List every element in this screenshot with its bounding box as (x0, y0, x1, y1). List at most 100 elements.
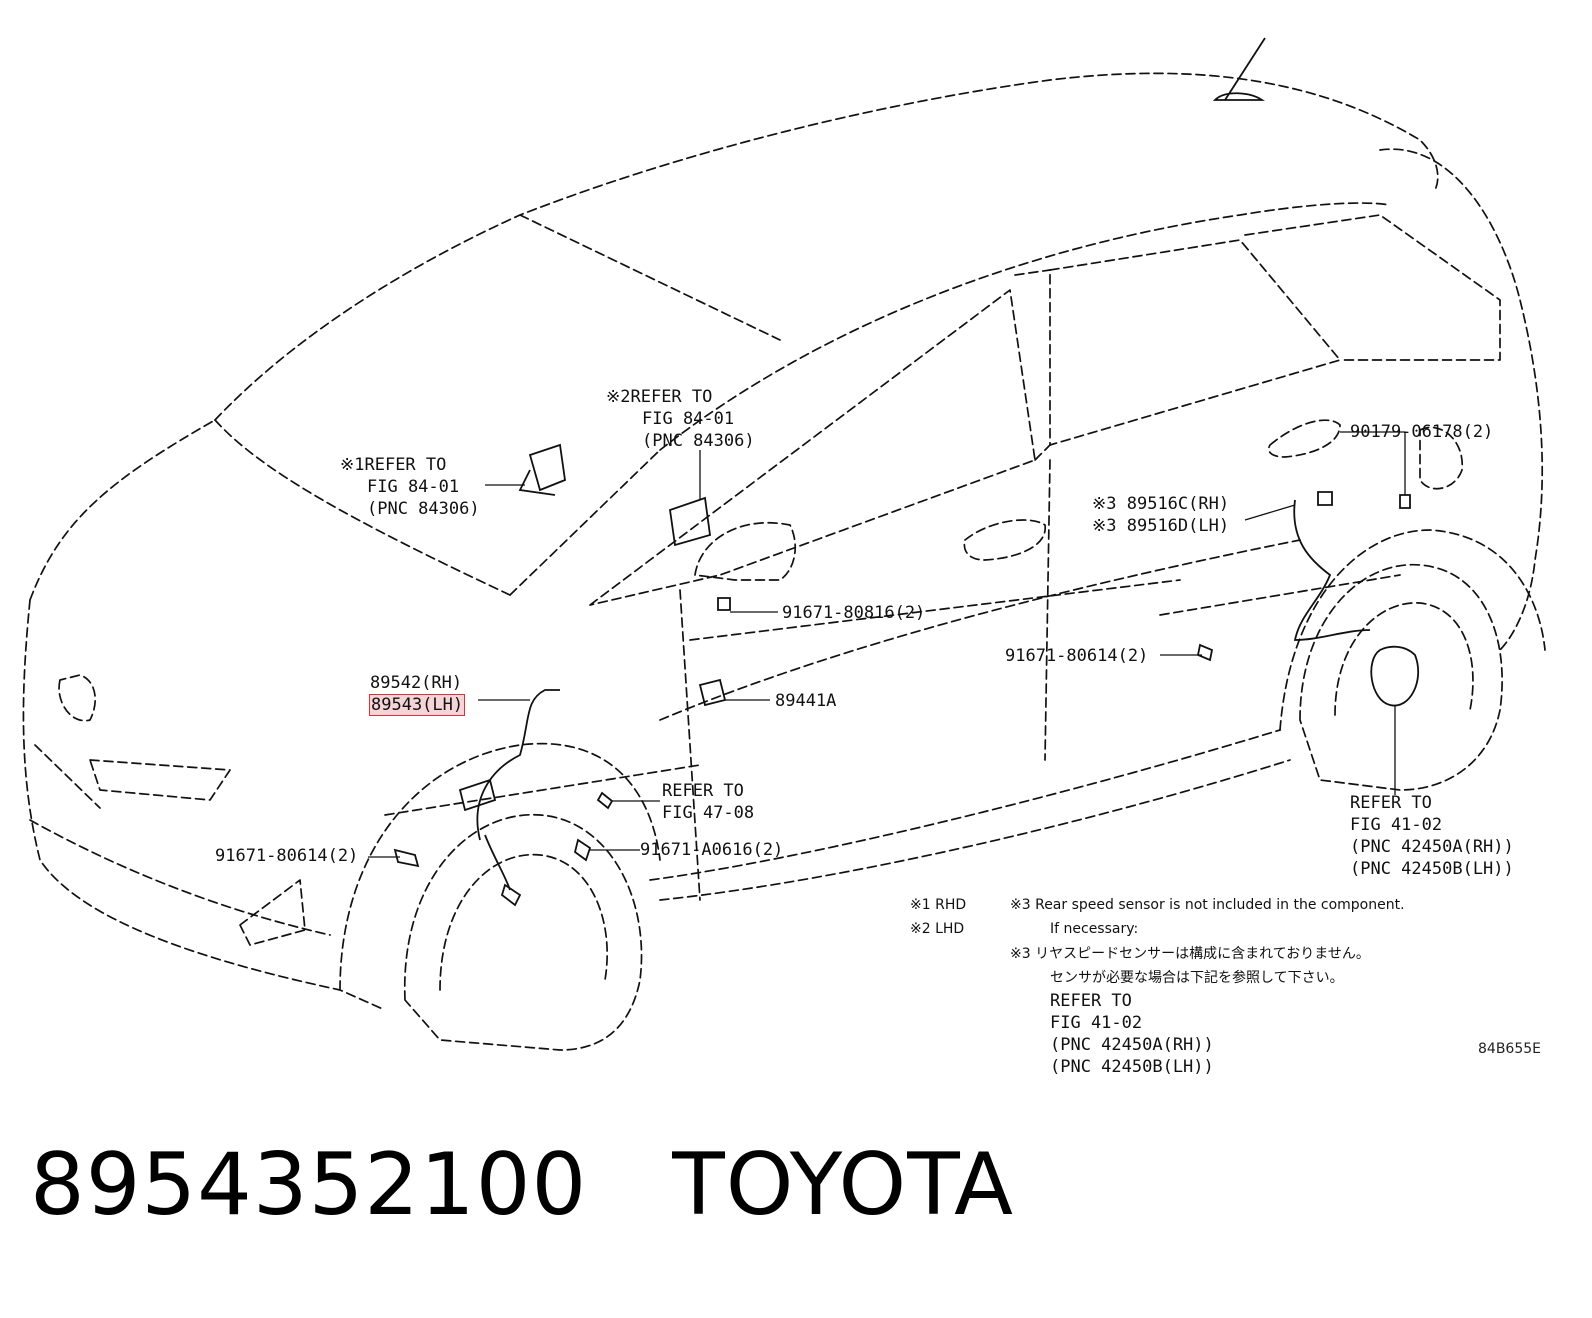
note-text: RHD (935, 897, 967, 913)
rear-tire (1299, 563, 1503, 791)
fuel-door (1419, 426, 1463, 490)
callout-line: FIG 84-01 (642, 409, 735, 429)
part-number-bolt-80816[interactable]: 91671-80816(2) (782, 603, 926, 623)
part-number-front-bolt-a0616[interactable]: 91671-A0616(2) (640, 840, 784, 860)
note-text: LHD (935, 921, 965, 937)
note-text: Rear speed sensor is not included in the… (1035, 897, 1405, 913)
leader-c10 (1244, 504, 1296, 521)
part-number-lh-highlighted[interactable]: 89543(LH) (368, 694, 466, 716)
callout-mark: ※2 (606, 387, 631, 407)
note-rear-sensor-ja: ※3 リヤスピードセンサーは構成に含まれておりません。 (1010, 944, 1370, 964)
rear-bracket-hint (1159, 574, 1401, 616)
note-if-necessary: If necessary: (1050, 921, 1139, 937)
callout-line: REFER TO (1350, 793, 1432, 813)
callout-line: (PNC 84306) (367, 499, 480, 519)
note-mark: ※3 (1010, 946, 1031, 962)
front-tire-inner (439, 853, 609, 991)
harness-clip (698, 678, 727, 707)
front-abs-sensor-wire (476, 689, 560, 841)
caption-part-number: 8954352100 (30, 1135, 588, 1235)
callout-mark: ※1 (340, 455, 365, 475)
front-sensor-clip (458, 778, 497, 812)
note-mark: ※1 (910, 897, 931, 913)
upper-bolt (717, 597, 731, 611)
callout-line: REFER TO (364, 455, 447, 475)
callout-line: (PNC 42450B(LH)) (1350, 859, 1514, 879)
a-pillar (509, 449, 661, 596)
front-bolt-2 (573, 838, 592, 862)
rocker-lower (659, 759, 1291, 901)
callout-line: FIG 47-08 (662, 803, 755, 823)
rear-hatch (1379, 148, 1544, 651)
hood-line (214, 419, 511, 596)
rear-tire-inner (1334, 602, 1474, 716)
leader-c11 (1340, 431, 1406, 495)
rear-window (1049, 239, 1341, 446)
rear-bolt (1196, 643, 1214, 662)
caption: 8954352100 TOYOTA (30, 1135, 1014, 1235)
part-number-rear-lh[interactable]: 89516D(LH) (1126, 516, 1230, 536)
callout-line: (PNC 42450A(RH)) (1050, 1035, 1214, 1055)
callout-line: FIG 84-01 (367, 477, 460, 497)
callout-rear-sensor: ※3 89516C(RH) ※3 89516D(LH) (1092, 493, 1229, 537)
front-bracket-hint (384, 579, 1181, 816)
part-number-front-bolt[interactable]: 91671-80614(2) (215, 846, 359, 866)
front-fascia (29, 419, 216, 601)
callout-line: (PNC 42450B(LH)) (1050, 1057, 1214, 1077)
figure-code: 84B655E (1478, 1041, 1541, 1057)
front-window (589, 289, 1036, 606)
callout-mark: ※3 (1092, 494, 1117, 514)
rear-wheel-arch (1279, 529, 1546, 731)
front-door-handle (963, 519, 1046, 561)
part-number-rear-rh[interactable]: 89516C(RH) (1126, 494, 1230, 514)
fog-lamp (239, 879, 306, 946)
note-mark: ※2 (910, 921, 931, 937)
note-text: リヤスピードセンサーは構成に含まれておりません。 (1035, 946, 1370, 962)
note-sensor-ja-2: センサが必要な場合は下記を参照して下さい。 (1050, 970, 1344, 986)
note-rhd: ※1 RHD (910, 895, 966, 915)
part-number-rear-bolt[interactable]: 91671-80614(2) (1005, 646, 1149, 666)
callout-mark: ※3 (1092, 516, 1117, 536)
lhd-yaw-sensor (669, 496, 711, 547)
part-number-90179[interactable]: 90179-06178(2) (1350, 422, 1494, 442)
front-bumper (22, 599, 386, 1011)
rear-clip (1399, 494, 1411, 509)
rear-abs-sensor-connector (1317, 491, 1333, 506)
side-crease (659, 539, 1301, 721)
callout-line: (PNC 42450A(RH)) (1350, 837, 1514, 857)
rhd-yaw-sensor (518, 443, 566, 496)
front-wheel-arch (339, 742, 661, 991)
b-pillar (1014, 269, 1051, 461)
callout-line: REFER TO (630, 387, 713, 407)
windshield-top (519, 214, 781, 341)
part-number-89441a[interactable]: 89441A (775, 691, 837, 711)
rocker-line (649, 729, 1281, 881)
bumper-lower (29, 819, 331, 936)
front-abs-sensor-wire-2 (484, 834, 511, 891)
callout-line: REFER TO (1050, 991, 1132, 1011)
note-lhd: ※2 LHD (910, 919, 964, 939)
callout-front-sensor: 89542(RH)89543(LH) (368, 672, 466, 716)
note-mark: ※3 (1010, 897, 1031, 913)
antenna (1212, 37, 1266, 101)
front-bolt-1 (393, 848, 420, 868)
callout-line: REFER TO (662, 781, 744, 801)
quarter-glass (1244, 214, 1501, 361)
roof-line (214, 72, 1439, 421)
beltline (659, 202, 1391, 451)
part-number-rh: 89542(RH) (370, 673, 463, 693)
rear-hub (1370, 645, 1420, 707)
front-bolt-3 (596, 791, 614, 810)
callout-line: FIG 41-02 (1050, 1013, 1143, 1033)
caption-brand: TOYOTA (672, 1135, 1014, 1235)
door-seam-rear (1044, 459, 1051, 761)
callout-line: FIG 41-02 (1350, 815, 1443, 835)
front-abs-sensor-head (500, 883, 522, 907)
